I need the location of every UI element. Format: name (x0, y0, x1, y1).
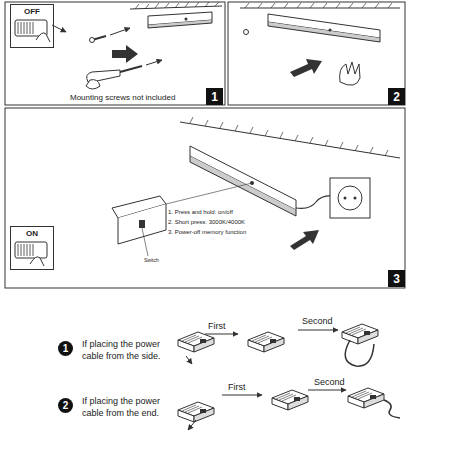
step-number: 3 (388, 270, 405, 287)
node-text: OFF (11, 7, 53, 17)
wall-hatch (190, 117, 388, 156)
bar-side (190, 156, 296, 216)
hand (340, 62, 360, 85)
part-name: Switch (144, 257, 174, 264)
step-label: First (228, 381, 258, 393)
switch-button (139, 220, 145, 228)
pointer-arrow (52, 25, 66, 32)
pointer-arrow (188, 420, 196, 430)
step-arrow (298, 330, 338, 331)
connector-block (248, 332, 284, 352)
panel-frame (228, 2, 405, 105)
connector-block (272, 390, 308, 410)
node-text: 1 (63, 343, 69, 354)
node-text: ON (11, 229, 53, 239)
wall-hatch (245, 3, 392, 8)
connector-block (342, 324, 378, 344)
option-number: 1 (58, 341, 73, 356)
switch-callout-drawing (112, 196, 166, 256)
bar-switch (185, 18, 188, 21)
wall (130, 2, 222, 9)
pointer-arrow (146, 60, 162, 65)
bar-detail (118, 204, 166, 244)
power-cable (384, 400, 400, 418)
switch-grip (18, 244, 33, 256)
switch-inset: ON (10, 226, 54, 270)
pointer-arrow (110, 28, 130, 35)
outlet-hole (344, 197, 347, 200)
power-cable (345, 340, 374, 366)
panel-frame (5, 2, 225, 105)
switch-body (15, 242, 47, 258)
push-arrow (290, 59, 322, 77)
leader-line (166, 183, 252, 204)
wall (180, 117, 400, 158)
off-switch-drawing (15, 20, 50, 42)
screw-head (244, 30, 249, 35)
node-text: 3 (393, 272, 400, 286)
outlet-hole (354, 197, 357, 200)
pointer-arrow (186, 356, 192, 364)
instruction-text: If placing the power cable from the side… (82, 338, 174, 362)
node-text: 1 (211, 90, 218, 104)
push-arrow (290, 230, 319, 250)
bar-side (148, 20, 212, 28)
node-text: 2 (63, 400, 69, 411)
outlet-plate (330, 178, 370, 218)
bar-side (268, 22, 380, 42)
push-arrow (112, 45, 138, 63)
instruction-text: 2. Short press: 3000K/4000K (168, 218, 278, 226)
outlet-socket (338, 186, 362, 210)
wall-outlet (330, 178, 370, 218)
on-switch-drawing (15, 242, 47, 266)
connector-block (178, 402, 214, 422)
note-text: Mounting screws not included (70, 93, 220, 103)
bar-body (190, 146, 296, 210)
light-bar (148, 12, 212, 28)
step-label: Second (314, 376, 354, 388)
step-number: 1 (206, 88, 223, 105)
instruction-text: 1. Press and hold: on/off (168, 208, 278, 216)
light-bar (190, 146, 296, 216)
connector-block (178, 332, 214, 352)
light-bar (268, 14, 380, 42)
instruction-text: 3. Power-off memory function (168, 228, 278, 236)
bar-switch (329, 29, 332, 32)
hand (86, 80, 100, 89)
connector-block (348, 388, 384, 408)
step-number: 2 (388, 88, 405, 105)
finger (30, 257, 44, 266)
switch-grip (18, 22, 33, 34)
step-arrow (205, 334, 238, 335)
screw-head (90, 38, 95, 43)
node-text: 2 (393, 90, 400, 104)
wall-line (240, 8, 400, 9)
wall-hatch (135, 2, 219, 9)
wall (240, 3, 400, 8)
screw (90, 36, 107, 43)
screw-shaft (120, 66, 142, 72)
step-arrow (308, 390, 346, 391)
finger (36, 33, 50, 42)
switch-inset: OFF (10, 4, 54, 48)
instruction-text: If placing the power cable from the end. (82, 395, 174, 419)
step-label: First (208, 320, 238, 332)
step-arrow (222, 395, 262, 396)
panel-frame (5, 108, 405, 288)
wall-line (180, 122, 400, 158)
step-label: Second (302, 315, 342, 327)
screwdriver (86, 66, 142, 89)
leader-line (142, 228, 148, 256)
option-number: 2 (58, 398, 73, 413)
